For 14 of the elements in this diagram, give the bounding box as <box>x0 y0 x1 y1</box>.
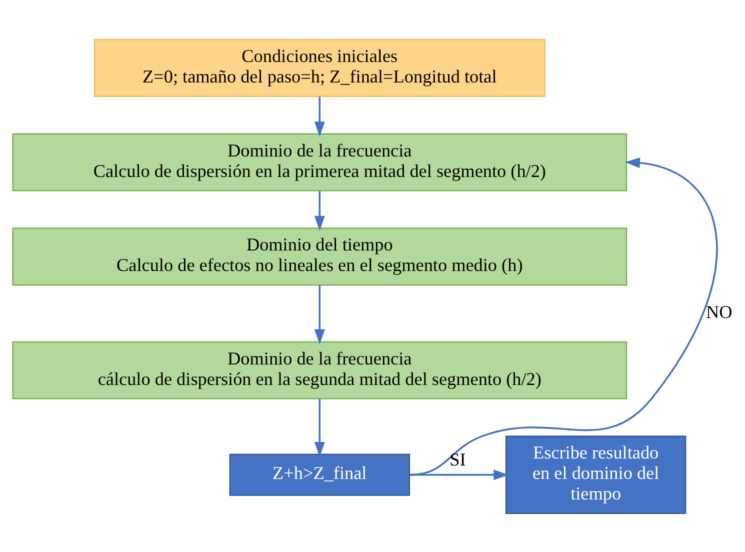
node-box: Dominio de la frecuencia Calculo de dispersión en la primerea mitad del segmento (h/2) <box>12 132 628 191</box>
arrow <box>410 469 509 480</box>
edge-label: SI <box>450 448 466 469</box>
edge-label: NO <box>706 301 732 322</box>
arrow <box>410 157 718 476</box>
node-box: Condiciones iniciales Z=0; tamaño del paso=h; Z_final=Longitud total <box>94 38 546 96</box>
arrow <box>314 190 325 230</box>
node-box: Escribe resultado en el dominio del tiempo <box>505 435 686 514</box>
node-box: Dominio del tiempo Calculo de efectos no lineales en el segmento medio (h) <box>12 227 628 286</box>
arrow <box>314 96 325 136</box>
arrow <box>314 284 325 344</box>
node-box: Dominio de la frecuencia cálculo de dispersión en la segunda mitad del segmento (h/2) <box>12 340 628 399</box>
node-box: Z+h>Z_final <box>229 453 410 496</box>
arrow <box>314 398 325 457</box>
